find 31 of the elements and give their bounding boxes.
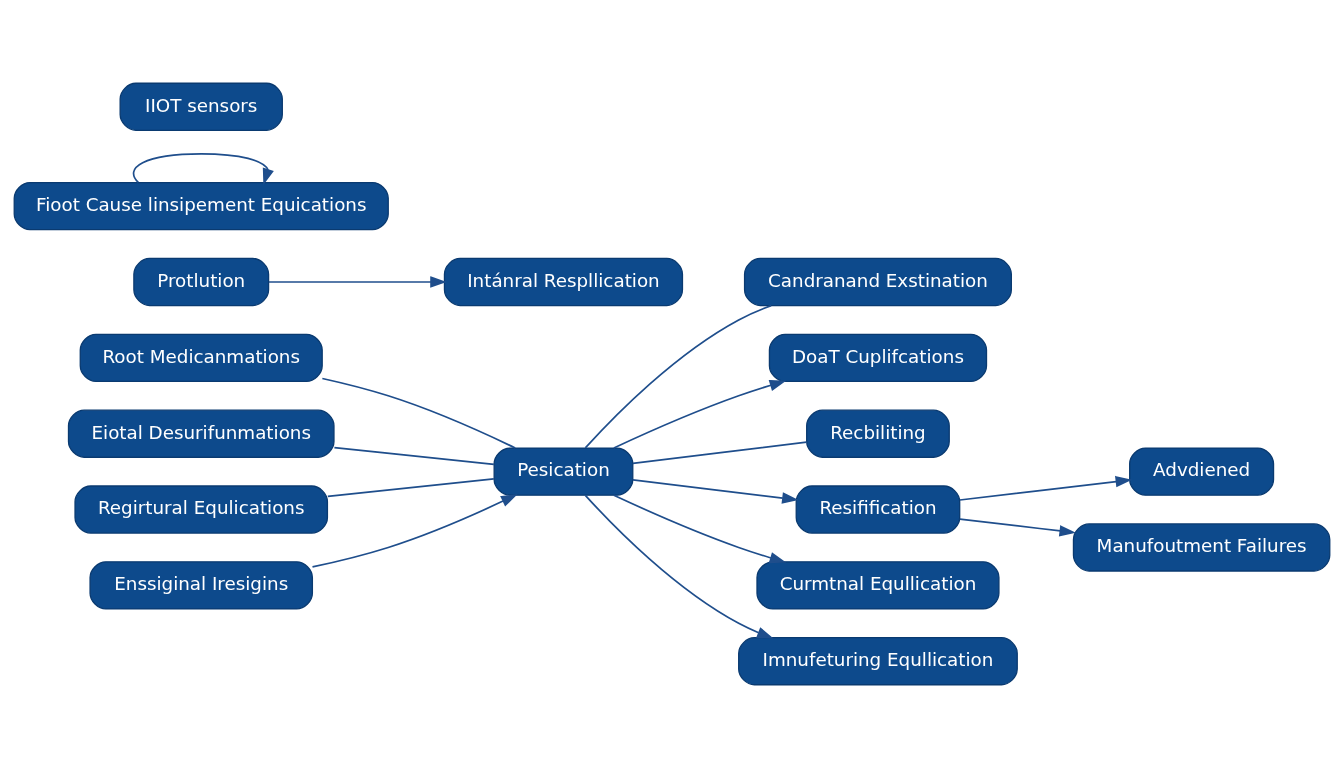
node-box: Manufoutment Failures xyxy=(1072,523,1331,572)
connector xyxy=(321,377,517,449)
node-box: DoaT Cuplifcations xyxy=(768,333,988,383)
node-box: Recbiliting xyxy=(806,409,950,458)
connector xyxy=(632,441,808,465)
node-box: Curmtnal Equllication xyxy=(756,561,1000,610)
arrow xyxy=(632,479,799,504)
arrow xyxy=(132,153,274,185)
connector xyxy=(326,477,495,498)
node-box: Candranand Exstination xyxy=(743,257,1012,307)
node-box: Fioot Cause linsipement Equications xyxy=(13,181,389,231)
node-box: Regirtural Equlications xyxy=(74,485,329,534)
arrow xyxy=(959,475,1133,501)
node-box: Protlution xyxy=(133,257,270,307)
node-box: Pesication xyxy=(493,447,634,496)
arrow xyxy=(268,276,447,288)
connector xyxy=(333,446,495,466)
connector xyxy=(584,304,772,449)
node-box: Imnufeturing Equllication xyxy=(738,637,1018,686)
node-box: Root Medicanmations xyxy=(79,333,323,383)
arrow xyxy=(613,494,787,564)
arrow xyxy=(311,494,518,568)
node-box: Intánral Respllication xyxy=(443,257,684,307)
node-box: IIOT sensors xyxy=(119,82,283,131)
arrow xyxy=(613,379,787,449)
node-box: Eiotal Desurifunmations xyxy=(67,409,335,458)
node-box: Enssiginal Iresigins xyxy=(89,561,314,610)
node-box: Advdiened xyxy=(1129,447,1275,496)
arrow xyxy=(959,518,1076,537)
arrow xyxy=(584,494,774,639)
node-box: Resifification xyxy=(795,485,961,534)
